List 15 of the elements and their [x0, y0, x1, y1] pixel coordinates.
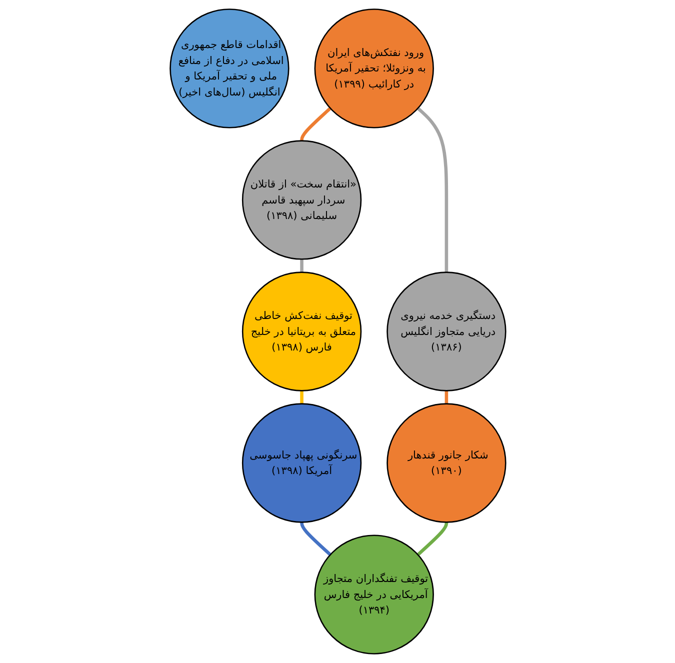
- connector: [444, 390, 448, 404]
- node-circle: ورود نفتکش‌های ایران به ونزوئلا؛ تحقیر آمریکا در کارائیب (۱۳۹۹): [314, 8, 434, 128]
- connector: [300, 390, 303, 404]
- connector: [416, 107, 448, 273]
- connector: [300, 258, 303, 273]
- node-circle: دستگیری خدمه نیروی دریایی متجاوز انگلیس (۱۳۸۶): [386, 272, 506, 392]
- node-circle: سرنگونی پهپاد جاسوسی آمریکا (۱۳۹۸): [241, 403, 362, 523]
- node-circle: توقیف نفت‌کش خاطی متعلق به بریتانیا در خلیج فارس (۱۳۹۸): [241, 272, 362, 392]
- connector: [300, 107, 331, 142]
- node-circle: اقدامات قاطع جمهوری اسلامی در دفاع از منافع ملی و تحقیر آمریکا و انگلیس (سال‌های اخیر): [169, 8, 289, 128]
- node-circle: توقیف تفنگداران متجاوز آمریکایی در خلیج فارس (۱۳۹۴): [314, 534, 434, 654]
- connector: [300, 522, 331, 556]
- connector: [416, 522, 448, 556]
- node-circle: شکار جانور قندهار (۱۳۹۰): [386, 403, 506, 523]
- node-circle: «انتقام سخت» از قاتلان سردار سپهبد قاسم سلیمانی (۱۳۹۸): [241, 140, 362, 260]
